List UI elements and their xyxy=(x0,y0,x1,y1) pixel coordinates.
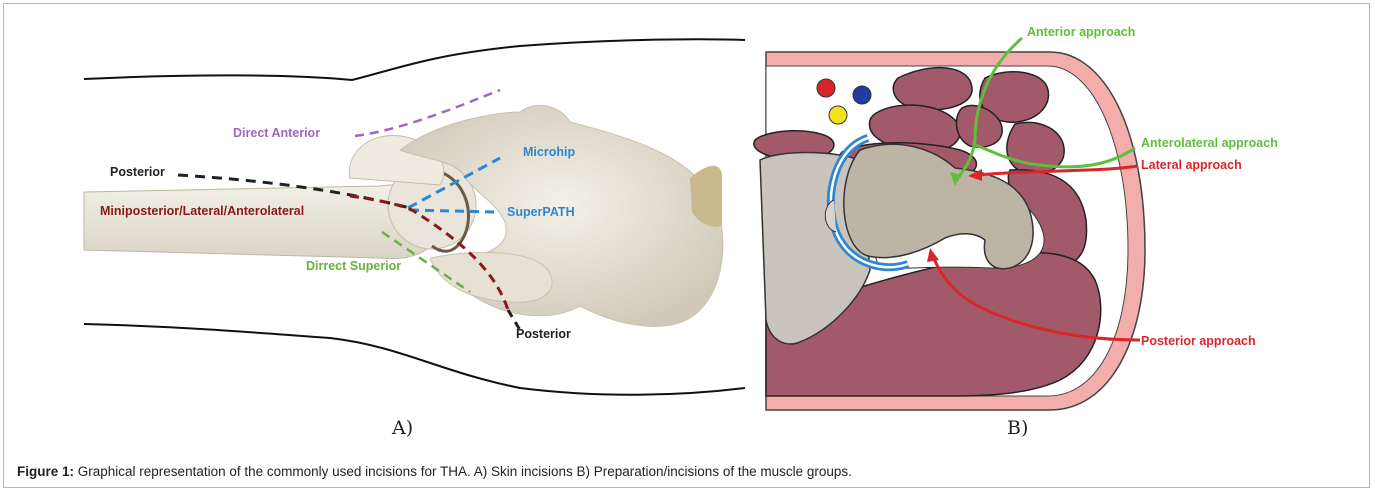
femur-shaft xyxy=(84,185,440,259)
vein xyxy=(853,86,871,104)
label-anterolateral-approach: Anterolateral approach xyxy=(1141,136,1278,150)
label-microhip: Microhip xyxy=(523,145,575,159)
nerve xyxy=(829,106,847,124)
artery xyxy=(817,79,835,97)
label-miniposterior: Miniposterior/Lateral/Anterolateral xyxy=(100,204,304,218)
panel-b-letter: B) xyxy=(1007,417,1028,439)
figure-caption: Figure 1: Graphical representation of th… xyxy=(17,464,852,479)
label-direct-superior: Dirrect Superior xyxy=(306,259,401,273)
panel-b: Anterior approach Anterolateral approach… xyxy=(754,25,1278,439)
leg-outline-top xyxy=(84,39,745,80)
muscle-1 xyxy=(893,68,972,110)
caption-prefix: Figure 1: xyxy=(17,464,74,479)
panel-a-letter: A) xyxy=(391,417,413,439)
caption-text: Graphical representation of the commonly… xyxy=(74,464,852,479)
label-posterior-bottom: Posterior xyxy=(516,327,571,341)
panel-a: Direct Anterior Posterior Microhip Minip… xyxy=(84,39,745,439)
label-direct-anterior: Direct Anterior xyxy=(233,126,320,140)
label-posterior-approach: Posterior approach xyxy=(1141,334,1256,348)
leg-outline-bottom xyxy=(84,324,745,395)
label-anterior-approach: Anterior approach xyxy=(1027,25,1135,39)
label-superpath: SuperPATH xyxy=(507,205,575,219)
label-lateral-approach: Lateral approach xyxy=(1141,158,1242,172)
label-posterior-top: Posterior xyxy=(110,165,165,179)
